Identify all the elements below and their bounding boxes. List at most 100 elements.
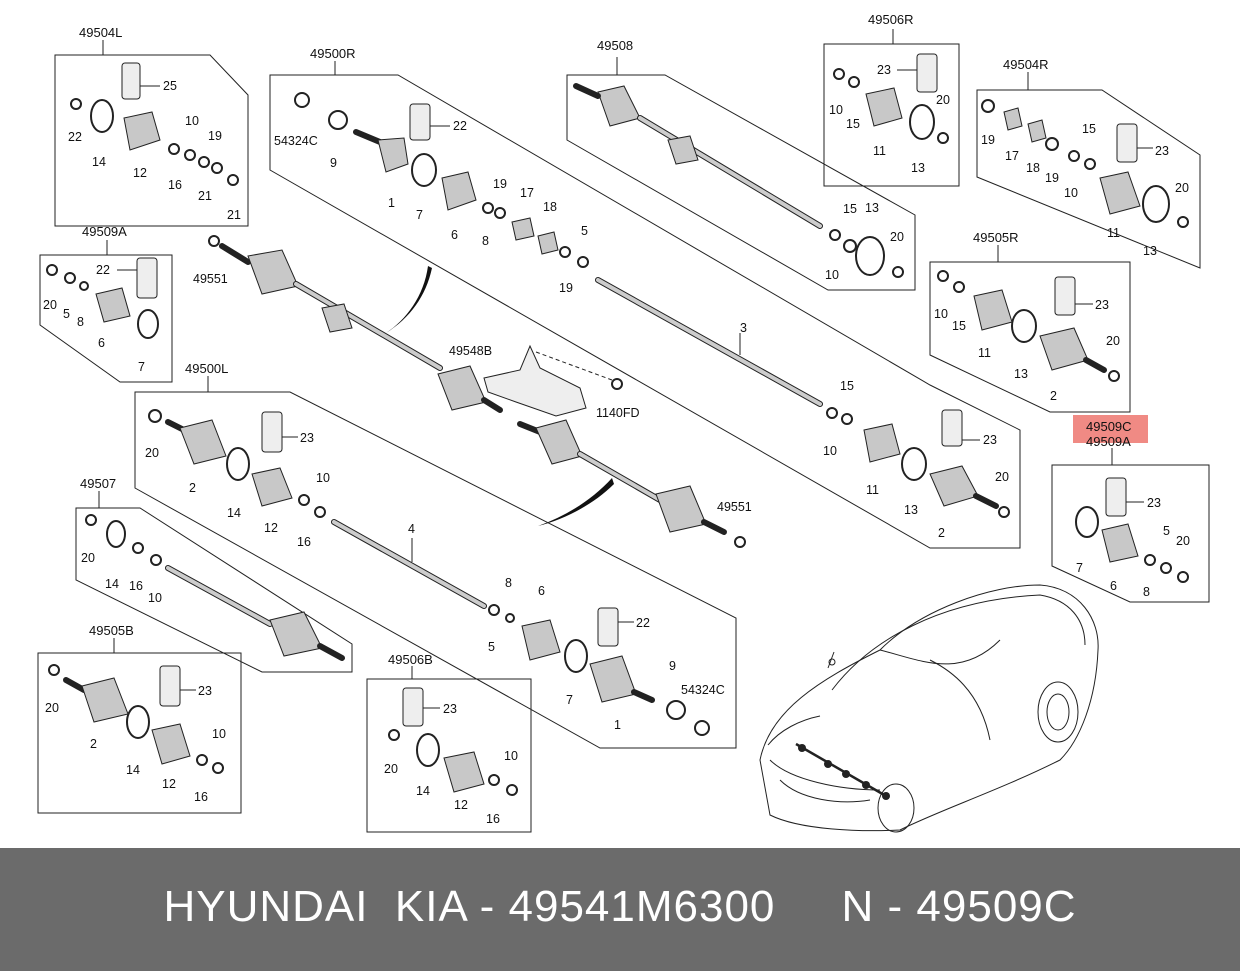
kit-49500L: 49500L 20 2 23 14 12 16 10 4 5 8 6 22 7 … (134, 361, 737, 749)
part-number-label: 20 (1175, 181, 1189, 195)
callout-49551-bottom: 49551 (717, 500, 752, 514)
kit-frame (134, 391, 737, 749)
kit-49508: 49508 10 15 13 20 (566, 38, 916, 291)
kit-frame (366, 678, 532, 833)
part-number-label: 20 (43, 298, 57, 312)
part-number-label: 19 (981, 133, 995, 147)
part-number-label: 22 (636, 616, 650, 630)
part-number-label: 12 (133, 166, 147, 180)
kit-label-49505B: 49505B (89, 623, 134, 638)
part-number-label: 20 (995, 470, 1009, 484)
kit-49507: 49507 20 14 16 10 (75, 476, 353, 673)
part-number-label: 16 (486, 812, 500, 826)
part-number-label: 25 (163, 79, 177, 93)
part-number-label: 10 (829, 103, 843, 117)
part-number-label: 20 (1176, 534, 1190, 548)
part-number-label: 19 (1045, 171, 1059, 185)
part-number-label: 9 (669, 659, 676, 673)
part-number-label: 1 (388, 196, 395, 210)
part-number-label: 22 (96, 263, 110, 277)
part-number-label: 17 (520, 186, 534, 200)
part-number-label: 9 (330, 156, 337, 170)
part-number-label: 10 (212, 727, 226, 741)
part-number-label: 15 (846, 117, 860, 131)
part-number-label: 11 (978, 346, 991, 360)
part-number-label: 13 (865, 201, 879, 215)
part-number-label: 17 (1005, 149, 1019, 163)
callout-1140FD: 1140FD (596, 406, 640, 420)
part-number-label: 10 (823, 444, 837, 458)
part-number-label: 11 (1107, 226, 1120, 240)
kit-frame (269, 74, 1021, 549)
part-number-label: 23 (1147, 496, 1161, 510)
part-number-label: 8 (505, 576, 512, 590)
part-number-label: 12 (454, 798, 468, 812)
part-number-label: 15 (840, 379, 854, 393)
part-number-label: 20 (384, 762, 398, 776)
callout-49551-top: 49551 (193, 272, 228, 286)
part-number-label: 12 (162, 777, 176, 791)
part-number-label: 14 (227, 506, 241, 520)
kit-label-49509A: 49509A (1086, 434, 1131, 449)
part-number-label: 2 (1050, 389, 1057, 403)
kit-frame (823, 43, 960, 187)
part-number-label: 21 (198, 189, 212, 203)
kit-frame (39, 254, 173, 383)
kit-label-49505R: 49505R (973, 230, 1019, 245)
parts-diagram: 49504L 25 22 14 12 16 10 19 21 21 49500R… (37, 12, 1210, 833)
part-number-label: 8 (482, 234, 489, 248)
part-number-label: 23 (1155, 144, 1169, 158)
part-number-label: 20 (45, 701, 59, 715)
kit-frame (976, 89, 1201, 269)
part-number-label: 4 (408, 522, 415, 536)
part-number-label: 23 (300, 431, 314, 445)
kit-label-49509A: 49509A (82, 224, 127, 239)
part-number-label: 13 (904, 503, 918, 517)
kit-label-49504R: 49504R (1003, 57, 1049, 72)
part-number-label: 19 (208, 129, 222, 143)
part-number-label: 11 (873, 144, 886, 158)
part-number-label: 14 (92, 155, 106, 169)
part-number-label: 22 (453, 119, 467, 133)
part-number-label: 23 (1095, 298, 1109, 312)
part-number-label: 12 (264, 521, 278, 535)
part-number-label: 1 (614, 718, 621, 732)
part-number-label: 5 (488, 640, 495, 654)
part-number-label: 23 (198, 684, 212, 698)
part-number-label: 7 (138, 360, 145, 374)
part-number-label: 54324C (274, 134, 318, 148)
part-number-label: 10 (1064, 186, 1078, 200)
part-number-label: 23 (983, 433, 997, 447)
kit-49505R: 49505R 10 15 11 23 13 2 20 (929, 230, 1131, 413)
part-number-label: 10 (504, 749, 518, 763)
part-number-label: 15 (952, 319, 966, 333)
part-number-label: 16 (194, 790, 208, 804)
highlight-box (1073, 415, 1148, 443)
part-number-label: 6 (451, 228, 458, 242)
kit-label-49500L: 49500L (185, 361, 228, 376)
kit-49505B: 49505B 20 2 23 14 12 16 10 (37, 623, 242, 814)
part-number-label: 19 (493, 177, 507, 191)
kit-label-49500R: 49500R (310, 46, 356, 61)
part-number-label: 6 (98, 336, 105, 350)
part-number-label: 19 (559, 281, 573, 295)
part-number-label: 20 (81, 551, 95, 565)
part-number-label: 10 (825, 268, 839, 282)
part-number-label: 7 (416, 208, 423, 222)
footer-part-number: HYUNDAI KIA - 49541M6300 N - 49509C (163, 882, 1077, 931)
part-number-label: 23 (877, 63, 891, 77)
kit-49500R: 49500R 54324C 9 1 22 7 6 8 19 17 18 19 5… (269, 46, 1021, 549)
part-number-label: 15 (1082, 122, 1096, 136)
kit-label-49506R: 49506R (868, 12, 914, 27)
part-number-label: 10 (316, 471, 330, 485)
kit-label-49507: 49507 (80, 476, 116, 491)
part-number-label: 14 (105, 577, 119, 591)
kit-frame (37, 652, 242, 814)
part-number-label: 11 (866, 483, 879, 497)
kit-49504R: 49504R 19 17 18 19 10 15 23 11 13 20 (976, 57, 1201, 269)
part-number-label: 20 (1106, 334, 1120, 348)
part-number-label: 20 (936, 93, 950, 107)
callout-49548B: 49548B (449, 344, 492, 358)
part-number-label: 20 (145, 446, 159, 460)
kit-label-49508: 49508 (597, 38, 633, 53)
